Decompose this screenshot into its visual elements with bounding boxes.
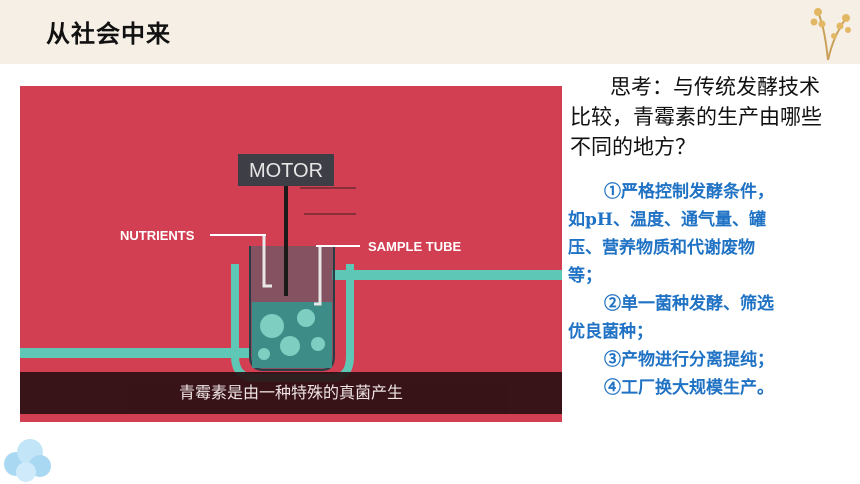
pipe-right <box>332 270 562 280</box>
question-line-2: 比较，青霉素的生产由哪些 <box>570 105 822 129</box>
fermenter-illustration: MOTOR NUTRIENTS SAMPLE TUBE <box>20 154 562 382</box>
answer-line: ④工厂换大规模生产。 <box>604 378 774 398</box>
page-title: 从社会中来 <box>46 20 171 48</box>
answer-line: 压、营养物质和代谢废物 <box>568 238 755 258</box>
cloud-decoration-icon <box>4 439 51 482</box>
answer-block: ①严格控制发酵条件， 如pH、温度、通气量、罐 压、营养物质和代谢废物 等； ②… <box>568 178 853 402</box>
thinking-question: 思考：与传统发酵技术 比较，青霉素的生产由哪些 不同的地方？ <box>570 72 855 162</box>
video-subtitle: 青霉素是由一种特殊的真菌产生 <box>178 383 403 402</box>
answer-line: 优良菌种； <box>568 322 653 342</box>
pipe-left <box>20 348 250 358</box>
answer-line: ②单一菌种发酵、筛选 <box>604 294 774 314</box>
sample-tube-label: SAMPLE TUBE <box>368 239 462 254</box>
answer-line: 等； <box>568 266 602 286</box>
video-frame[interactable]: MOTOR NUTRIENTS SAMPLE TUBE 青霉素是由一种特殊的真菌… <box>20 86 562 422</box>
motor-label: MOTOR <box>249 160 323 182</box>
subtitle-bar: 青霉素是由一种特殊的真菌产生 <box>20 372 562 414</box>
answer-line: ③产物进行分离提纯； <box>604 350 774 370</box>
header-bar: 从社会中来 <box>0 0 860 64</box>
question-line-1: 思考：与传统发酵技术 <box>610 75 820 99</box>
wheat-decoration-icon <box>810 8 851 61</box>
question-line-3: 不同的地方？ <box>570 135 696 159</box>
nutrients-label: NUTRIENTS <box>120 228 195 243</box>
motor-box <box>238 154 334 186</box>
answer-line: 如pH、温度、通气量、罐 <box>568 210 766 230</box>
answer-line: ①严格控制发酵条件， <box>604 182 774 202</box>
